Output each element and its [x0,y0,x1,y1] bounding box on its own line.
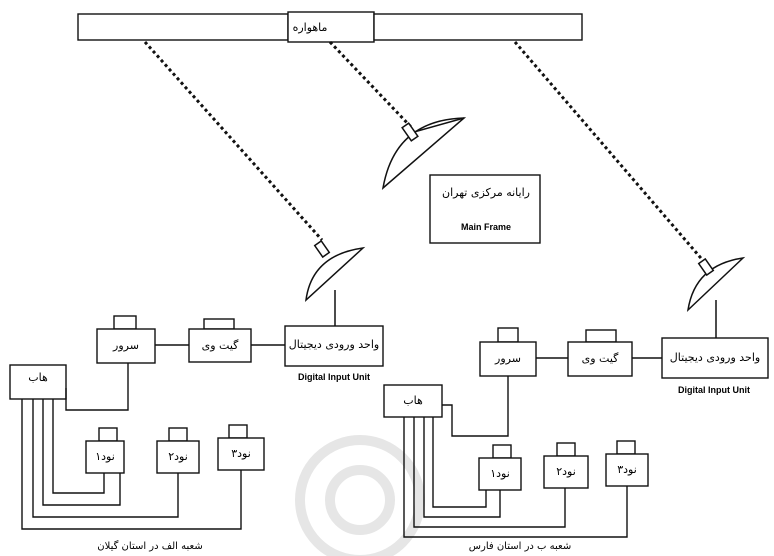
mainframe-dish-icon [381,117,467,190]
branch-b-input-unit-en: Digital Input Unit [678,385,750,395]
mainframe-title-fa: رایانه مرکزی تهران [442,186,530,199]
link-satellite-to-dish-a [143,41,324,241]
branch-b-node-1 [478,457,522,491]
branch-b-server [479,341,537,377]
satellite-label: ماهواره [293,21,328,34]
branch-a-input-unit [284,325,384,367]
branch-a-gateway-label: گیت وی [202,339,240,352]
branch-a-hub-label: هاب [28,371,48,384]
branch-a-server-label: سرور [112,339,139,352]
branch-a-gateway [188,328,252,363]
branch-b [383,327,769,538]
link-satellite-to-mainframe-dish [328,40,414,130]
branch-a-node-3 [217,437,265,471]
branch-a-node-2-label: نود۲ [168,450,188,463]
branch-b-node-2 [543,455,589,489]
branch-a-server-tab [113,315,137,330]
branch-a-node-3-label: نود۳ [231,447,251,460]
branch-b-gateway-label: گیت وی [582,352,620,365]
branch-a-input-unit-label: واحد ورودی دیجیتال [289,338,379,351]
branch-b-caption: شعبه ب در استان فارس [469,541,571,552]
branch-b-node-1-label: نود۱ [490,467,510,480]
branch-b-hub-label: هاب [403,394,423,407]
branch-b-node-3-label: نود۳ [617,463,637,476]
branch-a-caption: شعبه الف در استان گیلان [97,540,202,552]
branch-a-node-1-label: نود۱ [95,450,115,463]
branch-a-gateway-tab [203,318,235,330]
branch-b-node-2-label: نود۲ [556,465,576,478]
branch-b-gateway-tab [585,329,617,343]
branch-a-dish-icon [304,239,366,326]
branch-a-node-1 [85,440,125,474]
branch-b-server-tab [497,327,519,343]
mainframe-box [429,174,541,244]
branch-b-dish-icon [686,256,746,338]
branch-b-gateway [567,341,633,377]
satellite-right-panel [373,13,583,41]
branch-b-hub [383,384,443,418]
branch-a-node-2 [156,440,200,474]
link-satellite-to-dish-b [513,41,708,265]
branch-a-input-unit-en: Digital Input Unit [298,372,370,382]
branch-a-hub [9,364,67,400]
branch-b-input-unit-label: واحد ورودی دیجیتال [670,351,760,364]
satellite-left-panel [77,13,289,41]
satellite-body [287,11,375,43]
mainframe-title-en: Main Frame [461,222,511,232]
watermark-ornament [295,435,425,556]
branch-b-server-label: سرور [494,352,521,365]
branch-a-server [96,328,156,364]
branch-a [9,315,384,530]
